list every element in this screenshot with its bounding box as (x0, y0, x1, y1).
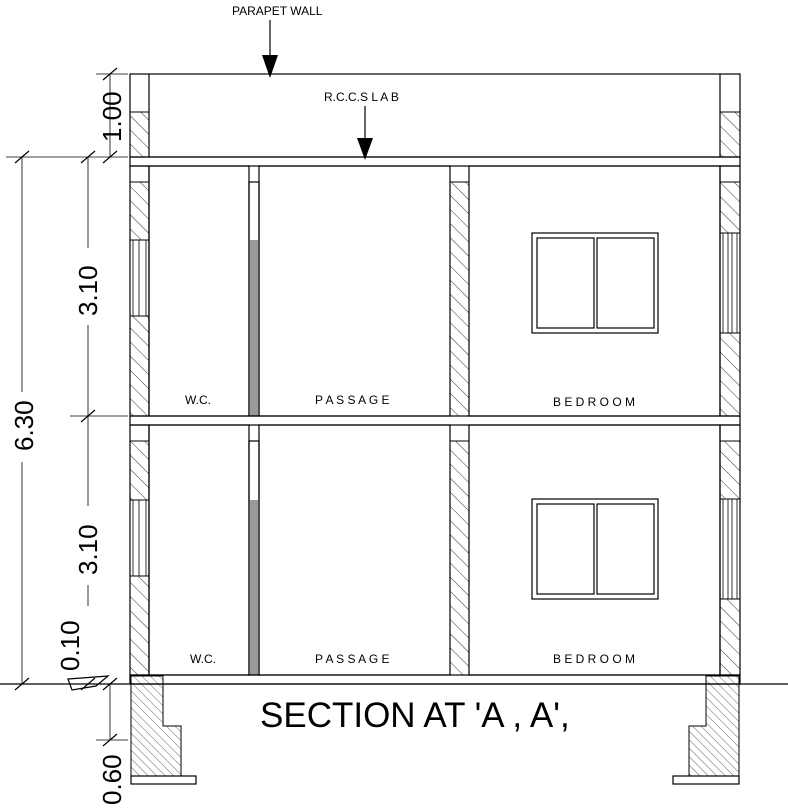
dim-lower-floor-height: 3.10 (73, 524, 103, 575)
roof-slab (129, 156, 741, 167)
upper-floor (129, 165, 741, 417)
first-floor-slab (129, 415, 741, 426)
dim-plinth-height: 0.10 (55, 620, 85, 671)
parapet-arrow (262, 20, 278, 78)
ground-bedroom-label: B E D R O O M (553, 652, 635, 666)
ground-wc-label: W.C. (190, 652, 216, 666)
right-foundation (672, 675, 740, 785)
dim-parapet-height: 1.00 (97, 91, 127, 142)
rcc-slab-arrow (357, 106, 373, 160)
section-title: SECTION AT 'A , A', (260, 696, 570, 735)
dim-total-height: 6.30 (9, 400, 39, 451)
upper-passage-label: P A S S A G E (315, 393, 390, 407)
upper-bedroom-window (531, 232, 659, 334)
dimension-lines (0, 67, 128, 747)
dim-foundation-depth: 0.60 (97, 754, 127, 805)
left-foundation (130, 675, 197, 785)
rcc-slab-label: R.C.C.S L A B (324, 90, 399, 104)
dim-upper-floor-height: 3.10 (73, 265, 103, 316)
plinth-slab (129, 674, 741, 685)
parapet-wall-label: PARAPET WALL (232, 4, 323, 18)
ground-floor (129, 424, 741, 676)
ground-bedroom-window (531, 498, 659, 600)
upper-wc-label: W.C. (185, 393, 211, 407)
parapet-wall (129, 73, 741, 158)
upper-bedroom-label: B E D R O O M (553, 395, 635, 409)
ground-passage-label: P A S S A G E (315, 652, 390, 666)
